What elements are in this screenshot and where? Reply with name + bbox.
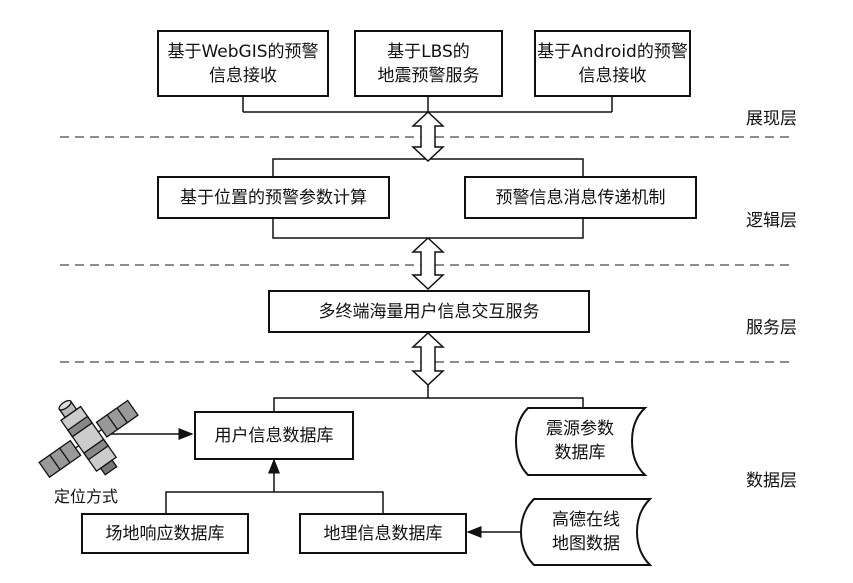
- amap-db-shape: [519, 498, 653, 566]
- presentation-connector: [242, 97, 613, 113]
- webgis-alert-box: 基于WebGIS的预警 信息接收: [157, 30, 329, 97]
- lbs-service-box: 基于LBS的 地震预警服务: [354, 30, 503, 97]
- android-alert-box: 基于Android的预警 信息接收: [534, 30, 691, 97]
- location-calc-box: 基于位置的预警参数计算: [157, 176, 390, 219]
- android-alert-label: 基于Android的预警 信息接收: [537, 41, 688, 86]
- message-mechanism-label: 预警信息消息传递机制: [495, 187, 666, 208]
- geo-db-label: 地理信息数据库: [323, 523, 443, 544]
- satellite-icon: [38, 399, 139, 479]
- message-mechanism-box: 预警信息消息传递机制: [464, 176, 697, 219]
- interaction-service-label: 多终端海量用户信息交互服务: [318, 301, 540, 322]
- user-db-label: 用户信息数据库: [214, 425, 334, 446]
- location-calc-label: 基于位置的预警参数计算: [180, 187, 367, 208]
- site-db-label: 场地响应数据库: [105, 523, 225, 544]
- layer-label-data: 数据层: [746, 471, 797, 491]
- layer-double-arrow-3: [411, 331, 445, 387]
- user-db-box: 用户信息数据库: [194, 411, 354, 460]
- source-db-shape: [514, 407, 648, 476]
- amap-label: 高德在线 地图数据: [552, 510, 620, 554]
- layer-label-presentation: 展现层: [746, 109, 797, 129]
- layer-double-arrow-2: [411, 236, 445, 291]
- layer-label-logic: 逻辑层: [746, 211, 797, 231]
- lbs-service-label: 基于LBS的 地震预警服务: [377, 41, 480, 86]
- positioning-method-label: 定位方式: [54, 487, 119, 506]
- interaction-service-box: 多终端海量用户信息交互服务: [268, 290, 590, 333]
- geo-db-box: 地理信息数据库: [299, 513, 467, 554]
- layer-double-arrow-1: [411, 110, 445, 163]
- webgis-alert-label: 基于WebGIS的预警 信息接收: [167, 41, 319, 86]
- layer-label-service: 服务层: [746, 318, 797, 338]
- source-db-label: 震源参数 数据库: [546, 419, 614, 463]
- site-db-box: 场地响应数据库: [81, 513, 249, 554]
